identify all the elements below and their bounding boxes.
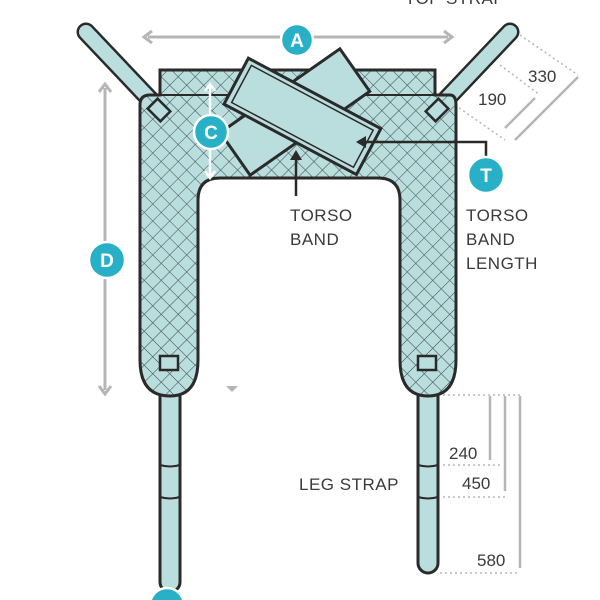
torso-band-label-2: BAND	[290, 230, 339, 249]
leg-dim-240: 240	[449, 444, 477, 463]
badge-d: D	[87, 240, 127, 280]
badge-a: A	[279, 22, 315, 58]
top-strap-label: TOP STRAP	[405, 0, 505, 8]
svg-text:D: D	[100, 251, 114, 272]
svg-text:A: A	[290, 31, 304, 52]
torso-band-length-label-2: BAND	[466, 230, 515, 249]
torso-band-front	[221, 56, 383, 177]
badge-t: T	[466, 155, 506, 195]
sling-body	[138, 68, 458, 398]
left-leg-tab	[158, 354, 180, 372]
top-strap-dim-190: 190	[478, 90, 506, 109]
torso-band-pointer	[290, 150, 302, 196]
torso-band-length-label-3: LENGTH	[466, 254, 538, 273]
svg-text:C: C	[204, 123, 218, 144]
torso-band-length-pointer	[356, 136, 488, 160]
dimension-d	[97, 81, 238, 397]
torso-band-label-1: TORSO	[290, 206, 353, 225]
leg-dim-580: 580	[477, 551, 505, 570]
leg-strap-label: LEG STRAP	[299, 475, 399, 494]
svg-text:T: T	[480, 166, 492, 187]
leg-dim-450: 450	[462, 474, 490, 493]
right-leg-tab	[416, 354, 438, 372]
top-strap-dim-330: 330	[528, 67, 556, 86]
torso-band-length-label-1: TORSO	[466, 206, 529, 225]
badge-c: C	[192, 113, 230, 151]
leg-strap-dimensions	[440, 394, 522, 574]
badge-partial-bottom	[149, 586, 185, 600]
top-strap-dimensions	[454, 34, 579, 141]
